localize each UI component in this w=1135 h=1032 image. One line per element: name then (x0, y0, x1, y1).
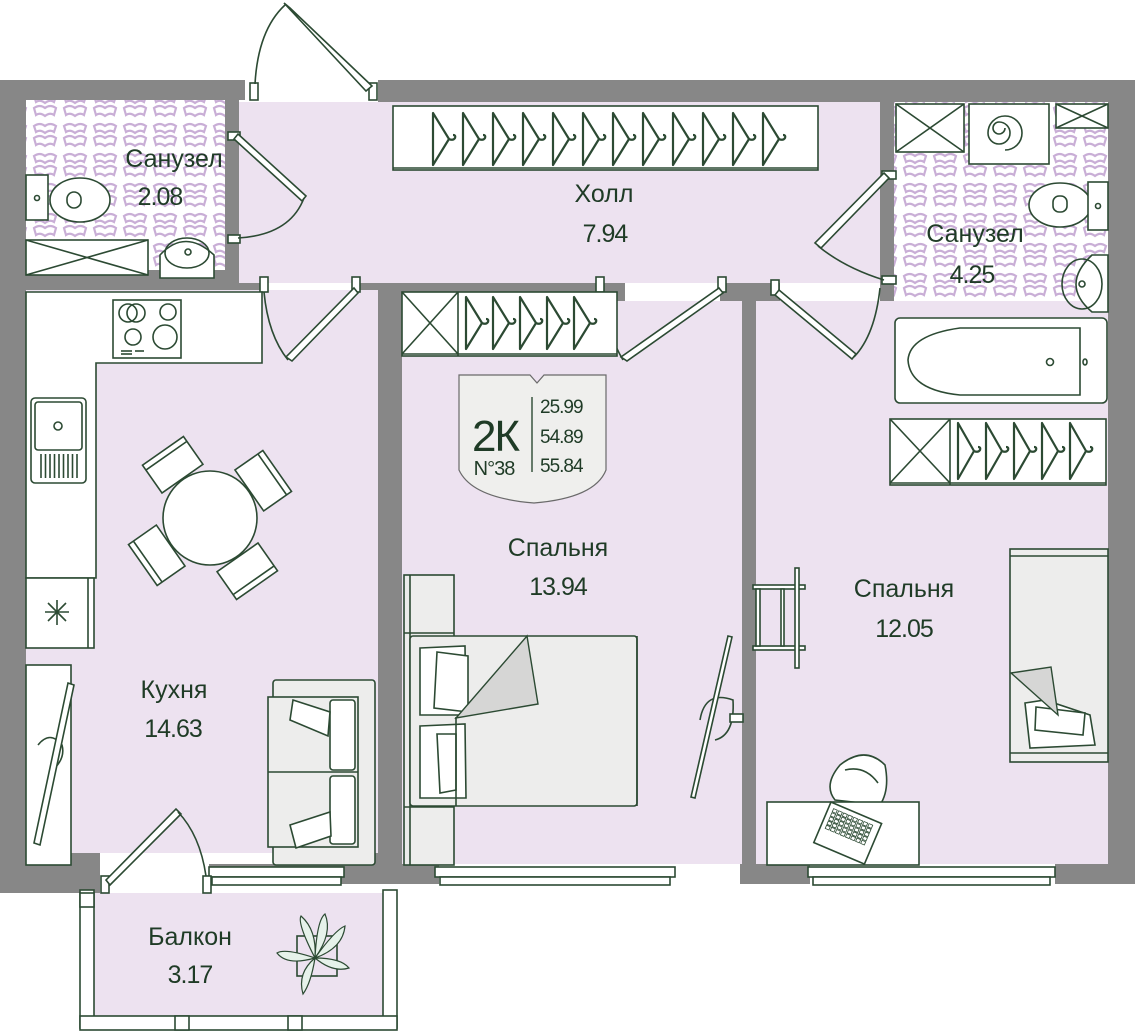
hanger-icon (641, 111, 667, 167)
hanger-icon (956, 421, 982, 481)
hanger-icon (491, 295, 517, 351)
hanger-icon (1040, 421, 1066, 481)
hanger-icon (761, 111, 787, 167)
room-area-bathroom-large: 4.25 (950, 261, 995, 289)
hanger-icon (572, 295, 598, 351)
total-area-with-balcony: 55.84 (540, 456, 584, 477)
hanger-icon (518, 295, 544, 351)
room-area-balcony: 3.17 (168, 961, 213, 989)
hanger-icon (984, 421, 1010, 481)
hall-wardrobe (392, 105, 819, 171)
room-name-bedroom-center: Спальня (508, 534, 608, 562)
room-area-hall: 7.94 (583, 220, 629, 248)
room-area-bedroom-center: 13.94 (529, 573, 588, 601)
hanger-icon (1012, 421, 1038, 481)
apartment-type: 2К (472, 412, 520, 461)
room-name-balcony: Балкон (148, 923, 232, 951)
single-bed (1009, 548, 1109, 763)
room-name-kitchen: Кухня (141, 676, 208, 704)
room-area-bedroom-right: 12.05 (875, 615, 933, 643)
hanger-icon (1068, 421, 1094, 481)
hanger-icon (731, 111, 757, 167)
apartment-number: N°38 (474, 458, 516, 480)
desk (766, 754, 920, 866)
hanger-icon (701, 111, 727, 167)
hanger-icon (671, 111, 697, 167)
total-area: 54.89 (540, 427, 583, 448)
balcony-railing (79, 889, 398, 1031)
small-bathroom-fixtures (25, 174, 215, 279)
living-area: 25.99 (540, 397, 583, 418)
hanger-icon (551, 111, 577, 167)
doors (100, 2, 897, 894)
room-name-bedroom-right: Спальня (854, 575, 954, 603)
apartment-badge: 2К N°38 25.99 54.89 55.84 (458, 374, 607, 504)
room-area-kitchen: 14.63 (144, 715, 202, 743)
room-name-bathroom-large: Санузел (926, 220, 1023, 248)
right-closet (889, 418, 1107, 486)
snowflake-icon (45, 600, 69, 625)
hanger-icon (521, 111, 547, 167)
kitchen-tv (33, 681, 75, 847)
hanger-icon (431, 111, 457, 167)
hanger-icon (491, 111, 517, 167)
bedroom-tv (690, 635, 744, 799)
room-labels: Санузел 2.08 Холл 7.94 Санузел 4.25 Кухн… (125, 145, 1023, 989)
hanger-icon (581, 111, 607, 167)
hanger-icon (611, 111, 637, 167)
ladder-rack (752, 567, 806, 669)
plant-icon (276, 913, 351, 996)
bedroom-closet (401, 291, 618, 357)
room-name-bathroom-small: Санузел (125, 145, 222, 173)
room-area-bathroom-small: 2.08 (138, 183, 183, 211)
kitchen-fixtures (25, 291, 263, 866)
kitchen-sofa (267, 679, 376, 866)
room-name-hall: Холл (575, 180, 634, 208)
hanger-icon (464, 295, 490, 351)
double-bed (403, 574, 638, 866)
dining-table (127, 435, 293, 601)
large-bathroom-fixtures (894, 103, 1109, 404)
hanger-icon (545, 295, 571, 351)
hanger-icon (461, 111, 487, 167)
windows (208, 866, 1056, 886)
